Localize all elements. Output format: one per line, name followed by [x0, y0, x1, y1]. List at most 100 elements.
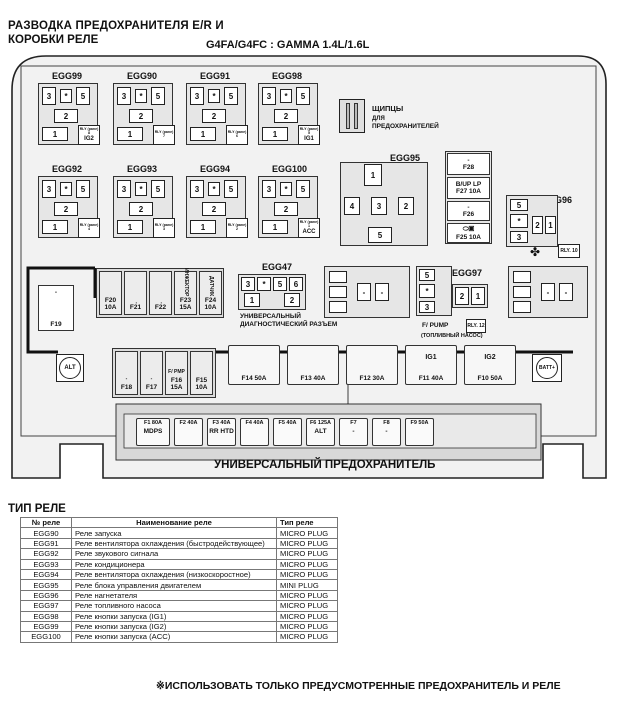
fuse-f18[interactable]: -F18 — [115, 351, 138, 395]
egg97-pin-3: 3 — [419, 301, 435, 313]
egg93-pin-star: * — [135, 182, 147, 196]
fuse-F19[interactable]: -F19 — [38, 285, 74, 331]
fuse-f15-id: F15 — [195, 377, 208, 385]
egg47-pin-1: 1 — [244, 293, 260, 307]
egg97-pin-1: 1 — [471, 287, 485, 305]
relay-type-cell: MICRO PLUG — [276, 610, 338, 622]
fuse-f1-label: MDPS — [143, 428, 163, 435]
egg98-pin-2: 2 — [274, 109, 298, 123]
egg97-pin-2: 2 — [455, 287, 469, 305]
egg94-pin-5: 5 — [224, 180, 238, 198]
relay-no-cell: EGG90 — [20, 527, 72, 539]
fuse-F28[interactable]: -F28 — [447, 153, 490, 175]
relay-name-cell: Реле вентилятора охлаждения (низкоскорос… — [71, 568, 277, 581]
fuse-f24-id: F24 — [204, 297, 217, 305]
egg90-rly-text: RLY (pane) 7 — [154, 129, 174, 138]
relay-name-cell: Реле блока управления двигателем — [71, 579, 277, 591]
egg99-label: EGG99 — [52, 71, 83, 81]
egg92-pin-5: 5 — [76, 180, 90, 198]
fuse-f6-label: ALT — [314, 428, 327, 435]
egg91-pin-star: * — [208, 89, 220, 103]
fuse-f17-label: - — [150, 375, 153, 382]
fuse-f9[interactable]: F9 50A — [405, 418, 434, 446]
fuse-f2[interactable]: F2 40A — [174, 418, 203, 446]
note-mark: ※ — [156, 680, 165, 692]
relay-type-cell: MICRO PLUG — [276, 558, 338, 570]
fuse-f23-id: F23 — [179, 297, 192, 305]
engine-subtitle: G4FA/G4FC : GAMMA 1.4L/1.6L — [206, 39, 370, 51]
fuse-F25[interactable]: ⬭▣F25 10A — [447, 223, 490, 243]
fuse-f2-id: F2 40A — [179, 420, 198, 426]
fuse-f22-label: - — [158, 301, 165, 304]
fuse-f8-id: F8 — [383, 420, 390, 426]
fuse-f22[interactable]: -F22 — [149, 271, 172, 315]
egg100-pin-2: 2 — [274, 202, 298, 216]
fuse-f12-id: F12 30A — [359, 375, 385, 382]
fuse-f1[interactable]: F1 80A MDPS — [136, 418, 170, 446]
fuse-f7[interactable]: F7- — [339, 418, 368, 446]
egg97-fpump-label: F/ PUMP — [422, 322, 449, 329]
egg90-pin-2: 2 — [129, 109, 153, 123]
ecu-relay-icon: ⬭▣ — [462, 225, 475, 233]
relay-no-cell: EGG95 — [20, 579, 72, 591]
col-relay-no: № реле — [20, 516, 72, 529]
egg95-pin-2: 2 — [398, 197, 414, 215]
table-header-row: № реле Наименование реле Тип реле — [20, 516, 338, 529]
fuse-f8[interactable]: F8- — [372, 418, 401, 446]
fuse-F26[interactable]: -F26 — [447, 201, 490, 221]
fuse-f12[interactable]: F12 30A — [346, 345, 398, 385]
relay-name-cell: Реле кондиционера — [71, 558, 277, 570]
egg92-pin-3: 3 — [42, 180, 56, 198]
relay-name-cell: Реле вентилятора охлаждения (быстродейст… — [71, 537, 277, 550]
egg94-rly-text: RLY (pane) 2 — [227, 222, 247, 231]
alt-terminal[interactable]: ALT — [59, 357, 81, 379]
relay-name-cell: Реле запуска — [71, 527, 277, 539]
egg92-pin-1: 1 — [42, 220, 68, 234]
egg98-label: EGG98 — [272, 71, 303, 81]
fuse-f1-id: F1 80A — [143, 420, 163, 426]
relay-no-cell: EGG96 — [20, 589, 72, 602]
fuse-f13[interactable]: F13 40A — [287, 345, 339, 385]
batt-terminal[interactable]: BATT+ — [536, 357, 558, 379]
fuse-f11-label: IG1 — [425, 354, 437, 361]
egg91-pin-5: 5 — [224, 87, 238, 105]
fuse-f17[interactable]: -F17 — [140, 351, 163, 395]
egg96-pin-5: 5 — [510, 199, 528, 211]
egg92-pin-star: * — [60, 182, 72, 196]
fuse-f14-id: F14 50A — [241, 375, 267, 382]
fuse-f5[interactable]: F5 40A — [273, 418, 302, 446]
fuse-f21-label: - — [133, 301, 140, 304]
fuse-f23-rating: 15A — [179, 304, 192, 312]
fuse-f14[interactable]: F14 50A — [228, 345, 280, 385]
egg99-pin-2: 2 — [54, 109, 78, 123]
fuse-f21[interactable]: -F21 — [124, 271, 147, 315]
fuse-f22-id: F22 — [154, 304, 167, 312]
page-title-line2: КОРОБКИ РЕЛЕ — [8, 34, 99, 46]
egg92-rly-text: RLY (pane) 4 — [79, 222, 99, 231]
relay-type-cell: MICRO PLUG — [276, 589, 338, 602]
tweezers-slot[interactable] — [339, 99, 365, 133]
fuse-f4[interactable]: F4 40A — [240, 418, 269, 446]
egg100-label: EGG100 — [272, 164, 308, 174]
fuse-f4-id: F4 40A — [245, 420, 264, 426]
relay-name-cell: Реле звукового сигнала — [71, 548, 277, 560]
page-title: РАЗВОДКА ПРЕДОХРАНИТЕЛЯ E/R И — [8, 20, 224, 32]
fuse-f24-rating: 10A — [204, 304, 217, 312]
footer-text: ИСПОЛЬЗОВАТЬ ТОЛЬКО ПРЕДУСМОТРЕННЫЕ ПРЕД… — [164, 680, 561, 692]
